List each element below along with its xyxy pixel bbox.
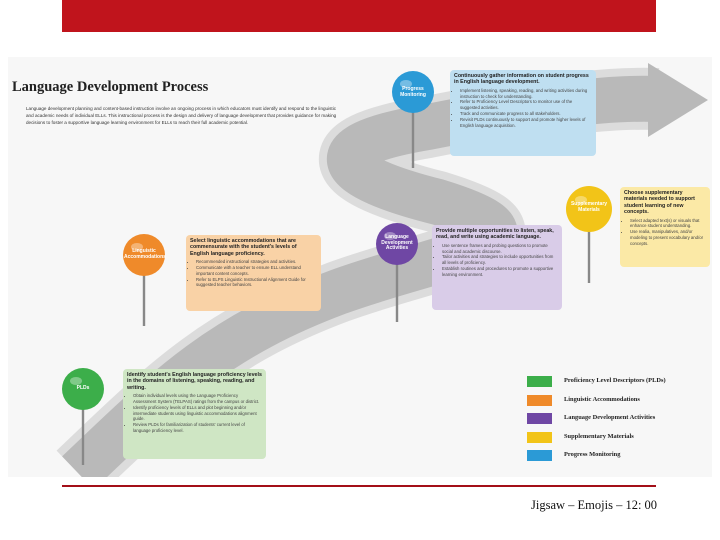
header-bar <box>62 0 656 32</box>
pin-supplementary-icon <box>566 186 612 283</box>
pin-supplementary-materials: Supplementary Materials <box>565 185 613 290</box>
legend-item: Supplementary Materials <box>527 429 707 448</box>
box-plds-bullet: Review PLDs for familiarization of stude… <box>133 422 262 434</box>
arrow-head <box>648 63 708 137</box>
legend-label: Proficiency Level Descriptors (PLDs) <box>564 377 666 384</box>
box-activities-bullet: Establish routines and procedures to pro… <box>442 266 558 278</box>
box-plds: Identify student's English language prof… <box>123 369 266 459</box>
diagram-title: Language Development Process <box>12 79 209 95</box>
language-development-diagram: Language Development Process Language de… <box>8 57 712 477</box>
box-plds-heading: Identify student's English language prof… <box>127 372 262 391</box>
box-progress-bullet: Revisit PLDs continuously to support and… <box>460 117 592 129</box>
box-plds-bullet: Obtain individual levels using the Langu… <box>133 393 262 405</box>
box-linguistic-bullet: Communicate with a teacher to ensure ELL… <box>196 265 317 277</box>
box-plds-bullet: Identify proficiency levels of ELLs and … <box>133 405 262 422</box>
pin-language-development-activities: Language Development Activities <box>375 222 419 329</box>
pin-supplementary-label: Supplementary Materials <box>570 201 608 213</box>
legend-item: Language Development Activities <box>527 410 707 429</box>
pin-plds: PLDs <box>61 367 105 472</box>
box-progress: Continuously gather information on stude… <box>450 70 596 156</box>
box-supplementary-bullet: Select adapted text(s) or visuals that e… <box>630 218 706 230</box>
box-activities-bullet: Use sentence frames and probing question… <box>442 243 558 255</box>
pin-progress-label: Progress Monitoring <box>400 86 426 98</box>
pin-plds-icon <box>62 368 104 465</box>
box-activities-heading: Provide multiple opportunities to listen… <box>436 228 554 241</box>
legend-swatch-linguistic <box>527 394 552 406</box>
legend-swatch-plds <box>527 376 552 387</box>
box-activities-bullet: Tailor activities and strategies to incl… <box>442 254 558 266</box>
pin-plds-label: PLDs <box>76 385 90 391</box>
box-supplementary: Choose supplementary materials needed to… <box>620 187 710 267</box>
pin-activities-label: Language Development Activities <box>381 234 413 252</box>
box-linguistic-heading: Select linguistic accommodations that ar… <box>190 238 297 257</box>
pin-progress-monitoring: Progress Monitoring <box>391 70 435 175</box>
box-linguistic-bullet: Recommended instructional strategies and… <box>196 259 317 265</box>
legend-swatch-activities <box>527 413 552 424</box>
footer-text: Jigsaw – Emojis – 12: 00 <box>531 498 658 512</box>
legend-label: Supplementary Materials <box>564 432 634 440</box>
pin-linguistic-accommodations: Linguistic Accommodations <box>122 233 166 333</box>
box-supplementary-heading: Choose supplementary materials needed to… <box>624 190 695 216</box>
box-progress-bullet: Refer to Proficiency Level Descriptors t… <box>460 99 592 111</box>
legend: Proficiency Level Descriptors (PLDs) Lin… <box>527 373 707 466</box>
legend-item: Proficiency Level Descriptors (PLDs) <box>527 373 707 392</box>
legend-label: Language Development Activities <box>564 414 656 421</box>
legend-item: Linguistic Accommodations <box>527 392 707 411</box>
legend-label: Progress Monitoring <box>564 451 621 458</box>
legend-swatch-supplementary <box>527 431 552 443</box>
legend-item: Progress Monitoring <box>527 447 707 466</box>
legend-swatch-progress <box>527 450 552 461</box>
box-activities: Provide multiple opportunities to listen… <box>432 225 562 310</box>
pin-linguistic-label: Linguistic Accommodations <box>124 248 166 260</box>
pin-activities-icon <box>376 223 418 322</box>
box-progress-bullet: Track and communicate progress to all st… <box>460 111 592 117</box>
footer-divider <box>62 485 656 487</box>
box-progress-bullet: Implement listening, speaking, reading, … <box>460 88 592 100</box>
legend-label: Linguistic Accommodations <box>564 395 640 403</box>
pin-progress-icon <box>392 71 434 168</box>
box-progress-heading: Continuously gather information on stude… <box>454 73 589 86</box>
diagram-intro: Language development planning and conten… <box>26 106 337 126</box>
box-linguistic-bullet: Refer to ELPS Linguistic Instructional A… <box>196 277 317 289</box>
pin-linguistic-icon <box>123 234 165 326</box>
box-linguistic: Select linguistic accommodations that ar… <box>186 235 321 311</box>
box-supplementary-bullet: Use realia, manipulatives, and/or modeli… <box>630 229 706 246</box>
